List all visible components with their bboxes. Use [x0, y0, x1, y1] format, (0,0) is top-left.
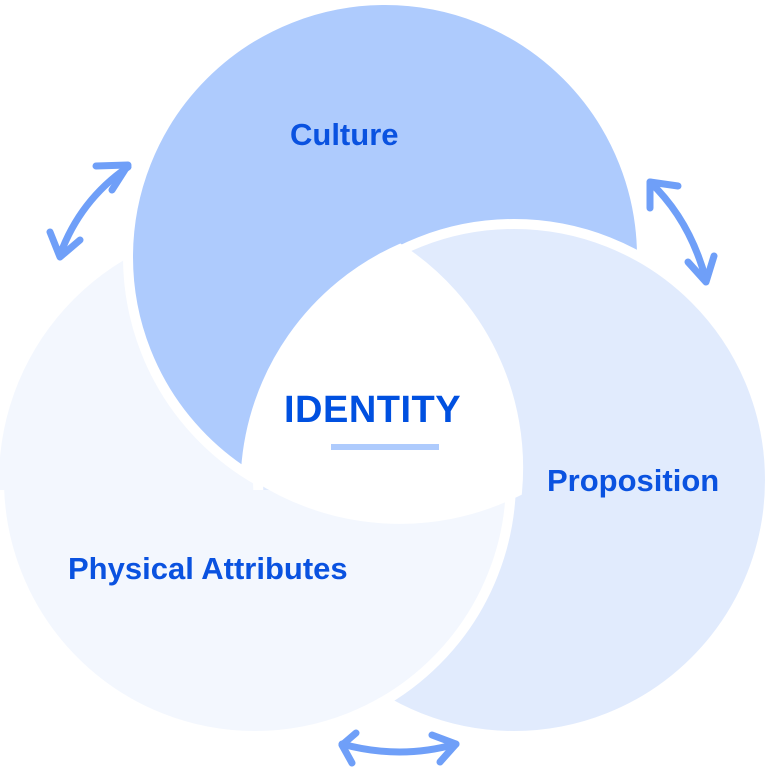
center-region [240, 243, 524, 524]
double-arrow-icon [338, 729, 460, 767]
double-arrow-icon [646, 178, 718, 286]
physical-overlap [0, 490, 516, 741]
proposition-label: Proposition [547, 463, 720, 498]
double-arrow-icon [46, 161, 132, 261]
title-underline [331, 444, 439, 450]
identity-title: IDENTITY [284, 389, 462, 431]
culture-label: Culture [290, 117, 399, 152]
physical-attributes-label: Physical Attributes [68, 551, 348, 586]
